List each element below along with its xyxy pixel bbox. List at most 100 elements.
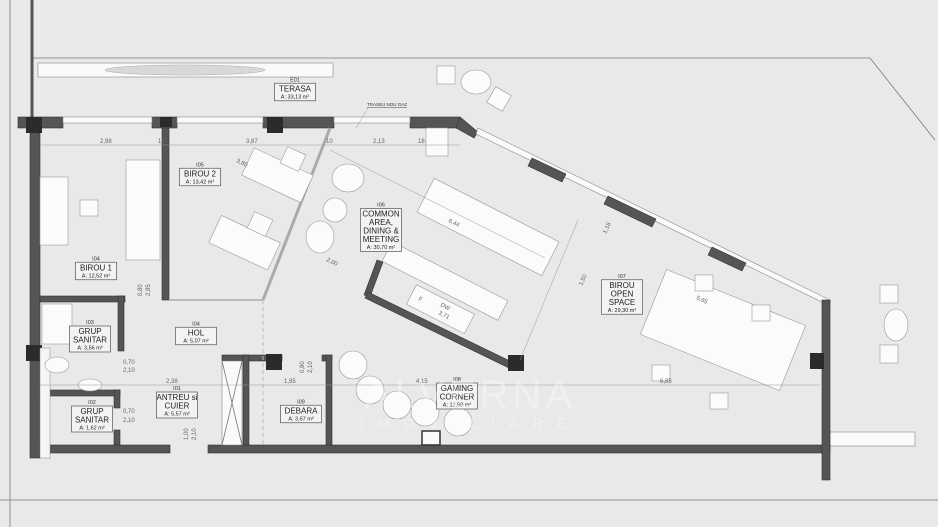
room-name: SANITAR [75,416,109,425]
dimension-labels: 2,98 18 3,87 10 2,13 18 3,80 6,44 2,00 0… [100,139,709,440]
room-area: A: 33,13 m² [281,94,310,100]
planter [829,431,916,447]
chair [694,274,714,292]
room-name: ANTREU si [157,393,198,402]
room-label-box [71,405,113,433]
room-name: OPEN [611,289,634,298]
shower [41,303,73,345]
annotation-leader [355,107,369,129]
dimension-label: 6,85 [660,379,672,385]
dimension-label: 2,85 [146,284,152,296]
room-area: A: 1,62 m² [79,426,105,432]
room-code: I02 [88,400,96,406]
room-label-box [175,326,217,346]
lounge-chair [331,163,365,193]
room-area: A: 5,57 m² [164,412,190,418]
pouf [410,397,440,427]
chair [751,304,771,322]
shaft [425,127,449,157]
dimension-label: 1,18 [602,221,613,235]
terrace [30,0,936,447]
dimension-label: 2,98 [100,139,112,145]
toilet [44,356,70,374]
dimension-label: 3,71 [437,310,451,321]
chair [651,364,671,382]
dimension-label: 4,15 [416,379,428,385]
pouf [322,197,348,223]
dimension-label: 0,70 [123,360,135,366]
chair [79,199,99,217]
dimension-label: 2,13 [373,139,385,145]
dimension-label: 3,80 [235,158,249,169]
room-code: I04 [92,256,100,262]
room-name: BIROU [609,281,635,290]
dimension-label: 5,65 [695,295,709,306]
room-name: CUIER [165,402,190,411]
room-code: I09 [297,399,305,405]
dimension-label: 0,70 [123,409,135,415]
appliance-label: F [417,296,423,303]
room-label-box [280,404,322,424]
room-label-box [360,208,402,252]
watermark-logo-sub: IMOBILIARE [360,415,580,431]
room-area: A: 12,50 m² [443,403,472,409]
desk [39,176,69,246]
dimension-label: 6,44 [447,218,461,229]
room-area: A: 29,30 m² [608,308,637,314]
desk-cluster [639,269,807,391]
appliance-label: DW [439,302,451,312]
dimension-label: 1,50 [578,273,589,287]
dining-table [416,177,560,277]
room-code: I06 [377,203,385,209]
pouf [355,375,385,405]
chair [879,284,899,304]
watermark-logo: ALVERNA [364,373,576,417]
room-name: AREA, [369,218,393,227]
room-name: GRUP [80,407,103,416]
room-code: I07 [618,274,626,280]
dimension-label: 10 [326,139,333,145]
dimension-label: 2,10 [308,361,314,373]
chair [246,211,274,237]
furniture [39,127,807,446]
room-name: BIROU 2 [184,169,217,178]
lounge-chair [460,69,492,95]
room-label-box [75,261,117,281]
gas-route-annotation: TRASEU NOU GAZ [367,102,407,107]
room-code: I05 [196,162,204,168]
dimension-label: 1,95 [284,379,296,385]
room-code: I08 [453,377,461,383]
room-name: SPACE [609,298,636,307]
room-name: BIROU 1 [80,263,113,272]
appliance [421,430,441,446]
room-area: A: 3,56 m² [77,346,103,352]
room-area: A: 12,52 m² [82,273,111,279]
plants [104,64,266,76]
dimension-label: 18 [418,139,425,145]
room-name: COMMON [362,210,400,219]
dimension-label: 2,38 [166,379,178,385]
chair [279,146,307,172]
room-name: MEETING [363,235,399,244]
pouf [382,390,412,420]
room-area: A: 5,07 m² [183,338,209,344]
room-area: A: 3,67 m² [288,416,314,422]
room-code: I03 [86,320,94,326]
room-label-box [436,382,478,410]
room-area: A: 30,70 m² [367,245,396,251]
chair [879,344,899,364]
dimension-lines [40,144,820,386]
lounge-chair [305,220,335,254]
room-name: DEBARA [285,406,319,415]
room-name: GAMING [441,384,473,393]
